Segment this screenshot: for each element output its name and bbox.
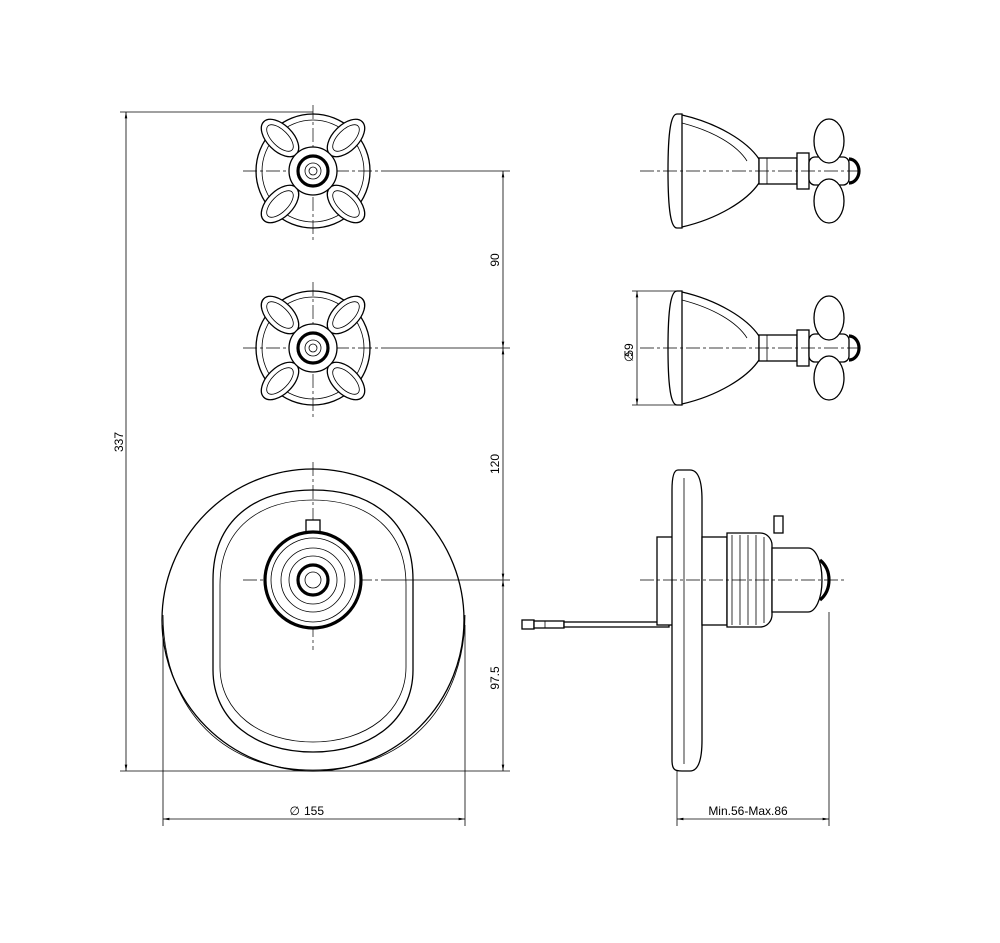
dimension-plate-diameter-label: 155 [304,804,324,818]
thermostatic-mixer-side-icon [521,469,845,772]
dimension-handle-spacing-label: 90 [488,253,502,267]
dimension-rosette-diameter-label: 59 [622,343,636,357]
dimension-depth-label: Min.56-Max.86 [708,804,788,818]
dimension-handle-to-center: 120 [488,348,505,580]
thermostatic-mixer-front-icon [161,468,466,772]
dimension-total-height-label: 337 [112,432,126,452]
dimension-total-height: 337 [112,112,128,771]
diameter-symbol-rosette: ∅ [622,352,636,362]
diameter-symbol: ∅ [290,804,300,818]
dimension-depth: Min.56-Max.86 [676,612,830,826]
dimension-center-to-bottom-label: 97.5 [488,666,502,690]
dimension-handle-to-center-label: 120 [488,454,502,474]
dimension-rosette-diameter: ∅ 59 [622,290,677,406]
dimension-handle-spacing: 90 [488,171,505,348]
dimension-plate-diameter: ∅ 155 [162,625,466,826]
dimension-center-to-bottom: 97.5 [488,580,505,771]
